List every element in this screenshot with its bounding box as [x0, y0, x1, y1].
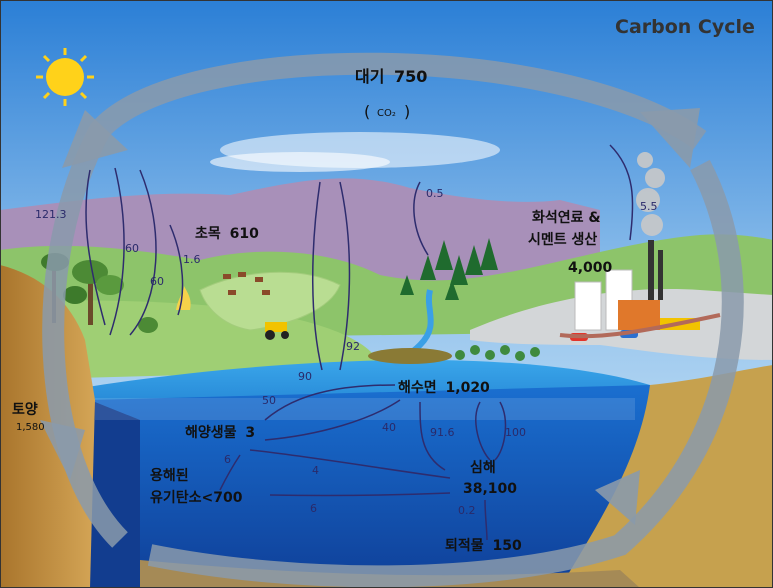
fossil-label-1: 화석연료 &: [532, 210, 601, 226]
doc-label-1: 용해된: [150, 467, 189, 484]
flux-0-5: 0.5: [426, 187, 444, 200]
conifer-forest: [400, 238, 498, 300]
cloud: [210, 152, 390, 172]
marine-biota-label: 해양생물 3: [185, 425, 255, 441]
cycle-arrowhead-bottom: [595, 470, 640, 525]
sediments-label: 퇴적물 150: [445, 537, 522, 554]
paren-right: ): [404, 102, 410, 121]
flux-91-6: 91.6: [430, 426, 455, 439]
surface-ocean-label: 해수면 1,020: [398, 379, 490, 396]
flux-60-b: 60: [150, 275, 164, 288]
cycle-arrowhead-soil: [40, 420, 85, 480]
flux-1-6: 1.6: [183, 253, 201, 266]
smoke: [636, 152, 665, 236]
flux-60-a: 60: [125, 242, 139, 255]
flux-121-3: 121.3: [35, 208, 67, 221]
fire-icon: [176, 286, 191, 310]
fossil-label-2: 시멘트 생산: [528, 231, 597, 248]
fossil-value: 4,000: [568, 260, 613, 276]
soil-label: 토양: [12, 402, 38, 418]
estuary: [368, 348, 452, 364]
cycle-arrowhead-left: [62, 110, 128, 168]
tractor-icon: [265, 322, 289, 340]
farm-field: [199, 271, 341, 331]
diagram-title: Carbon Cycle: [615, 16, 755, 38]
flux-lines: [85, 144, 634, 541]
marine-biota-layer: [95, 398, 635, 420]
flux-40: 40: [382, 421, 396, 434]
vegetation-label: 초목 610: [195, 226, 259, 242]
paren-left: (: [364, 102, 370, 121]
flux-4: 4: [312, 464, 319, 477]
flux-6-a: 6: [224, 453, 231, 466]
road: [559, 313, 721, 339]
coastal-trees: [455, 345, 540, 361]
flux-5-5: 5.5: [640, 200, 658, 213]
soil-value: 1,580: [16, 422, 45, 433]
factory: [574, 240, 663, 331]
flux-50: 50: [262, 394, 276, 407]
cycle-arrow: [42, 52, 707, 548]
flux-90: 90: [298, 370, 312, 383]
cattle: [223, 272, 270, 295]
ocean-front: [90, 400, 140, 588]
atmosphere-formula: CO₂: [377, 108, 396, 119]
flux-92: 92: [346, 340, 360, 353]
deep-ocean-label: 심해: [470, 460, 496, 476]
doc-label-2: 유기탄소<700: [150, 489, 243, 506]
flux-6-b: 6: [310, 502, 317, 515]
sun-icon: [36, 48, 94, 106]
cycle-arrowhead-right: [640, 108, 700, 168]
flux-0-2: 0.2: [458, 504, 476, 517]
cycle-arrow-right: [147, 159, 744, 588]
atmosphere-label: 대기 750: [355, 67, 427, 86]
flux-100: 100: [505, 426, 526, 439]
ocean-deep: [90, 385, 720, 588]
deep-ocean-value: 38,100: [463, 481, 517, 497]
